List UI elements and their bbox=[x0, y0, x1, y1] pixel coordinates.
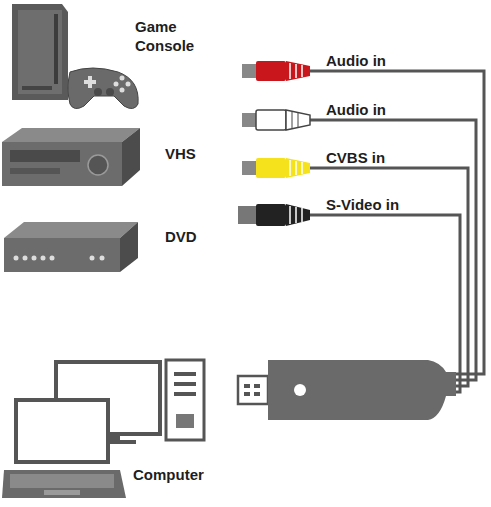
cable-bundle bbox=[310, 71, 484, 392]
audio-white-plug bbox=[242, 110, 310, 130]
cvbs-yellow-plug bbox=[242, 158, 310, 178]
device-name: VHS bbox=[165, 145, 196, 164]
dvd-player-icon bbox=[4, 222, 138, 272]
device-name: DVD bbox=[165, 228, 197, 247]
vhs-player-icon bbox=[2, 128, 140, 186]
device-name: Game Console bbox=[135, 18, 215, 56]
s-video-plug bbox=[238, 204, 310, 226]
game-console-icon bbox=[12, 4, 138, 109]
computer-icon bbox=[2, 360, 204, 498]
usb-capture-stick bbox=[238, 360, 456, 420]
signal-name: Audio in bbox=[326, 101, 386, 120]
device-name: Computer bbox=[133, 466, 204, 485]
signal-name: Audio in bbox=[326, 52, 386, 71]
signal-name: S-Video in bbox=[326, 196, 399, 215]
signal-name: CVBS in bbox=[326, 149, 385, 168]
audio-red-plug bbox=[242, 61, 310, 81]
